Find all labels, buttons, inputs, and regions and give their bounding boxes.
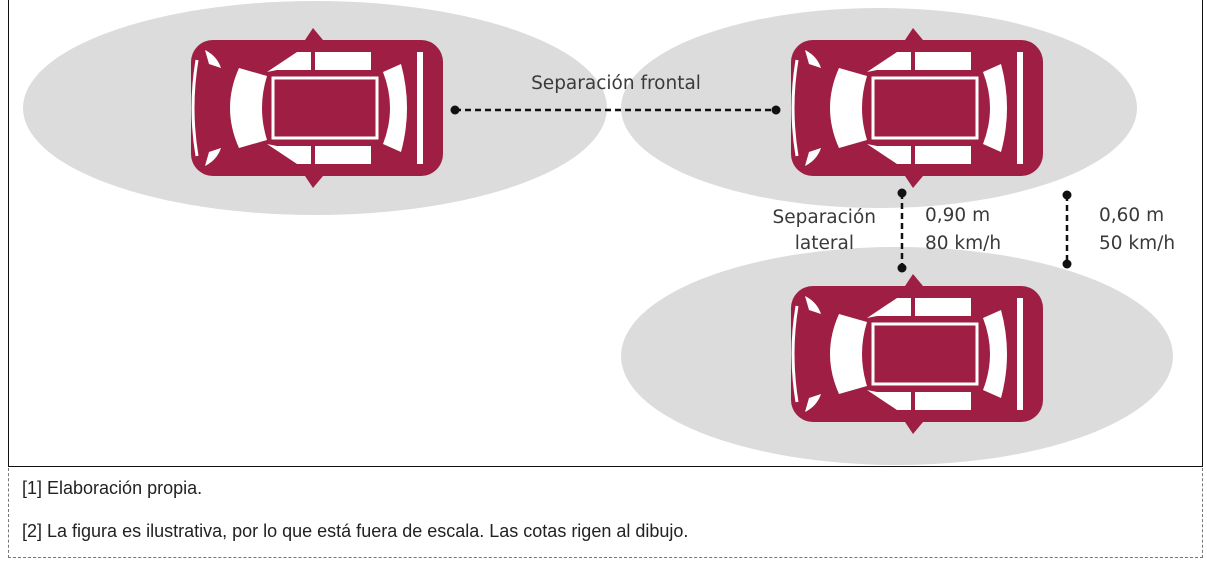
measure-b-speed: 50 km/h: [1099, 233, 1175, 254]
measure-a-speed: 80 km/h: [925, 233, 1001, 254]
figure-notes: [1] Elaboración propia. [2] La figura es…: [8, 468, 1203, 558]
frontal-separation-endpoint-left: [450, 105, 460, 115]
car-left: [189, 26, 445, 190]
measure-a-distance: 0,90 m: [925, 205, 990, 226]
lateral-separation-a-bottom: [897, 263, 907, 273]
separation-diagram: Separación frontal Separación lateral 0,…: [23, 1, 1175, 465]
frontal-separation-endpoint-right: [771, 105, 781, 115]
lateral-separation-label-line1: Separación: [772, 207, 876, 228]
note-scale-disclaimer: [2] La figura es ilustrativa, por lo que…: [22, 521, 689, 541]
measure-b-distance: 0,60 m: [1099, 205, 1164, 226]
lateral-separation-b-top: [1062, 190, 1072, 200]
lateral-separation-b-bottom: [1062, 259, 1072, 269]
car-right-top: [789, 26, 1045, 190]
figure-frame: [8, 0, 1203, 467]
lateral-separation-label-line2: lateral: [795, 233, 854, 254]
frontal-separation-label: Separación frontal: [531, 73, 701, 94]
car-right-bottom: [789, 272, 1045, 436]
lateral-separation-a-top: [897, 188, 907, 198]
note-source: [1] Elaboración propia.: [22, 478, 203, 498]
